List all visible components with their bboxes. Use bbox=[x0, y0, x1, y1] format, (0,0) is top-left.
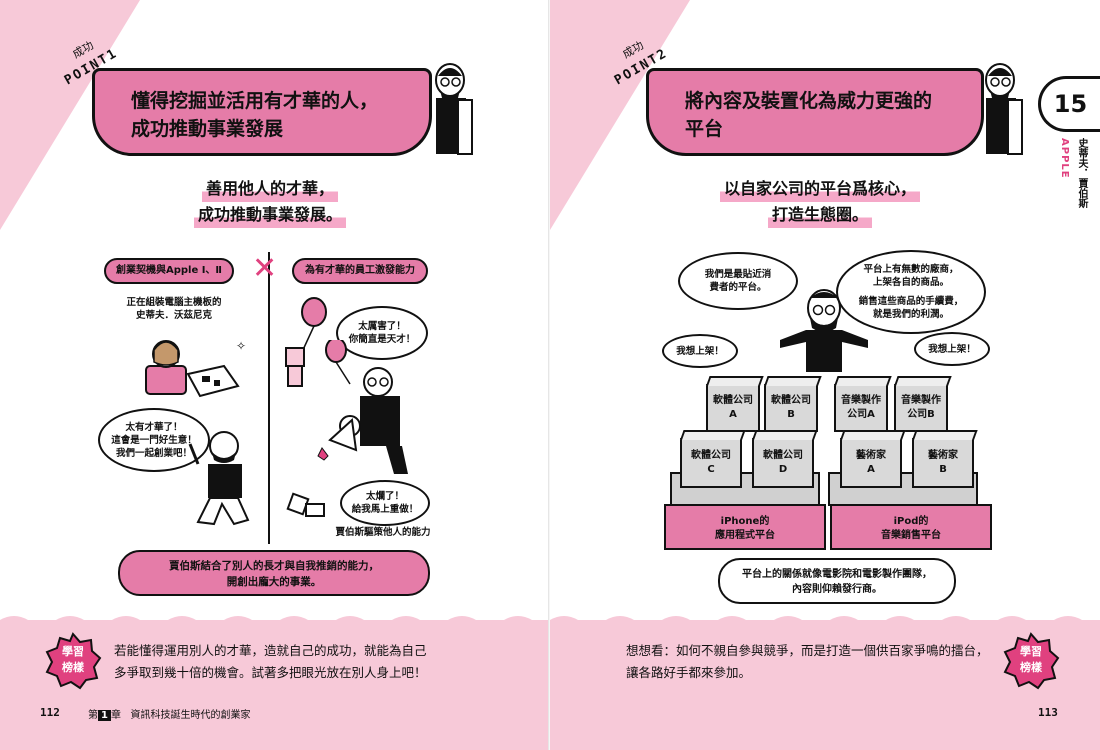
learn-badge: 學習 榜樣 bbox=[44, 632, 102, 690]
banner-title-line1: 將內容及裝置化為威力更強的 bbox=[685, 90, 933, 112]
box-music-a: 音樂製作 公司A bbox=[834, 384, 888, 432]
page-number: 113 bbox=[1038, 706, 1058, 719]
jobs-arms-open-illustration bbox=[780, 289, 868, 372]
banner-title: 將內容及裝置化為威力更強的 平台 bbox=[685, 87, 932, 143]
box-music-b: 音樂製作 公司B bbox=[894, 384, 948, 432]
page-number: 112 bbox=[40, 706, 60, 719]
header-banner: 將內容及裝置化為威力更強的 平台 bbox=[646, 68, 984, 156]
bubble-want-right: 我想上架！ bbox=[914, 332, 990, 366]
banner-title-line2: 成功推動事業發展 bbox=[131, 118, 284, 140]
left-page: 成功 POINT1 懂得挖掘並活用有才華的人， 成功推動事業發展 善用他人的才華… bbox=[0, 0, 550, 750]
box-software-d: 軟體公司 D bbox=[752, 438, 814, 488]
chapter-tab: 15 bbox=[1038, 76, 1100, 132]
jobs-kneeling-illustration bbox=[188, 431, 250, 526]
bubble-genius: 太厲害了！ 你簡直是天才！ bbox=[336, 306, 428, 360]
bubble-relationship: 平台上的關係就像電影院和電影製作團隊， 內容則仰賴發行商。 bbox=[718, 558, 956, 604]
chapter-number: 1 bbox=[98, 710, 111, 721]
banner-title-line1: 懂得挖掘並活用有才華的人， bbox=[131, 90, 379, 112]
section-subtitle: 善用他人的才華， 成功推動事業發展。 bbox=[140, 176, 400, 228]
box-software-b: 軟體公司 B bbox=[764, 384, 818, 432]
platform-ipod: iPod的 音樂銷售平台 bbox=[830, 504, 992, 550]
bubble-bad: 太爛了！ 給我馬上重做！ bbox=[340, 480, 430, 526]
falling-figure-illustration bbox=[286, 492, 325, 517]
side-person-label: 史蒂夫．賈伯斯 bbox=[1076, 138, 1087, 208]
box-software-a: 軟體公司 A bbox=[706, 384, 760, 432]
balloon-figure-illustration bbox=[285, 297, 327, 387]
section-subtitle: 以自家公司的平台爲核心， 打造生態圈。 bbox=[690, 176, 950, 228]
badge-shape-icon bbox=[45, 632, 102, 690]
jobs-driving-illustration bbox=[317, 340, 408, 474]
badge-shape-icon bbox=[1003, 632, 1060, 690]
box-software-c: 軟體公司 C bbox=[680, 438, 742, 488]
learn-badge: 學習 榜樣 bbox=[1002, 632, 1060, 690]
illustration-divider bbox=[268, 252, 270, 544]
subtitle-line2: 成功推動事業發展。 bbox=[193, 202, 346, 228]
jobs-figure-icon bbox=[985, 63, 1023, 155]
caption-wozniak: 正在組裝電腦主機板的 史蒂夫．沃茲尼克 bbox=[126, 297, 222, 321]
cross-icon: ✕ bbox=[252, 251, 278, 286]
bubble-vendors: 平台上有無數的廠商， 上架各自的商品。 銷售這些商品的手續費， 就是我們的利潤。 bbox=[836, 250, 986, 334]
chapter-title: 資訊科技誕生時代的創業家 bbox=[130, 710, 251, 721]
banner-title: 懂得挖掘並活用有才華的人， 成功推動事業發展 bbox=[131, 87, 378, 143]
box-artist-a: 藝術家 A bbox=[840, 438, 902, 488]
side-company-label: APPLE bbox=[1059, 138, 1070, 179]
bubble-talent: 太有才華了！ 這會是一門好生意！ 我們一起創業吧！ bbox=[98, 408, 210, 472]
right-page: 成功 POINT2 將內容及裝置化為威力更強的 平台 15 APPLE 史蒂夫．… bbox=[550, 0, 1100, 750]
footer-band bbox=[550, 620, 1100, 750]
summary-pill: 賈伯斯結合了別人的長才與自我推銷的能力， 開創出龐大的事業。 bbox=[118, 550, 430, 596]
footer-text: 想想看：如何不親自參與競爭，而是打造一個供百家爭鳴的擂台， 讓各路好手都來參加。 bbox=[626, 643, 989, 680]
platform-iphone: iPhone的 應用程式平台 bbox=[664, 504, 826, 550]
caption-drive: 賈伯斯驅策他人的能力 bbox=[335, 527, 431, 538]
wozniak-illustration: ✧ bbox=[145, 339, 246, 398]
svg-text:✧: ✧ bbox=[236, 339, 246, 353]
box-artist-b: 藝術家 B bbox=[912, 438, 974, 488]
subtitle-line1: 善用他人的才華， bbox=[201, 176, 338, 202]
header-banner: 懂得挖掘並活用有才華的人， 成功推動事業發展 bbox=[92, 68, 432, 156]
footer-text: 若能懂得運用別人的才華，造就自己的成功，就能為自己 多爭取到幾十倍的機會。試著多… bbox=[114, 643, 427, 680]
subtitle-line2: 打造生態圈。 bbox=[767, 202, 872, 228]
pill-right: 為有才華的員工激發能力 bbox=[292, 258, 428, 284]
bubble-want-left: 我想上架！ bbox=[662, 334, 738, 368]
pill-left: 創業契機與Apple Ⅰ、Ⅱ bbox=[104, 258, 234, 284]
banner-title-line2: 平台 bbox=[685, 118, 724, 140]
jobs-figure-icon bbox=[435, 63, 473, 155]
subtitle-line1: 以自家公司的平台爲核心， bbox=[719, 176, 920, 202]
bubble-consumer: 我們是最貼近消 費者的平台。 bbox=[678, 252, 798, 310]
